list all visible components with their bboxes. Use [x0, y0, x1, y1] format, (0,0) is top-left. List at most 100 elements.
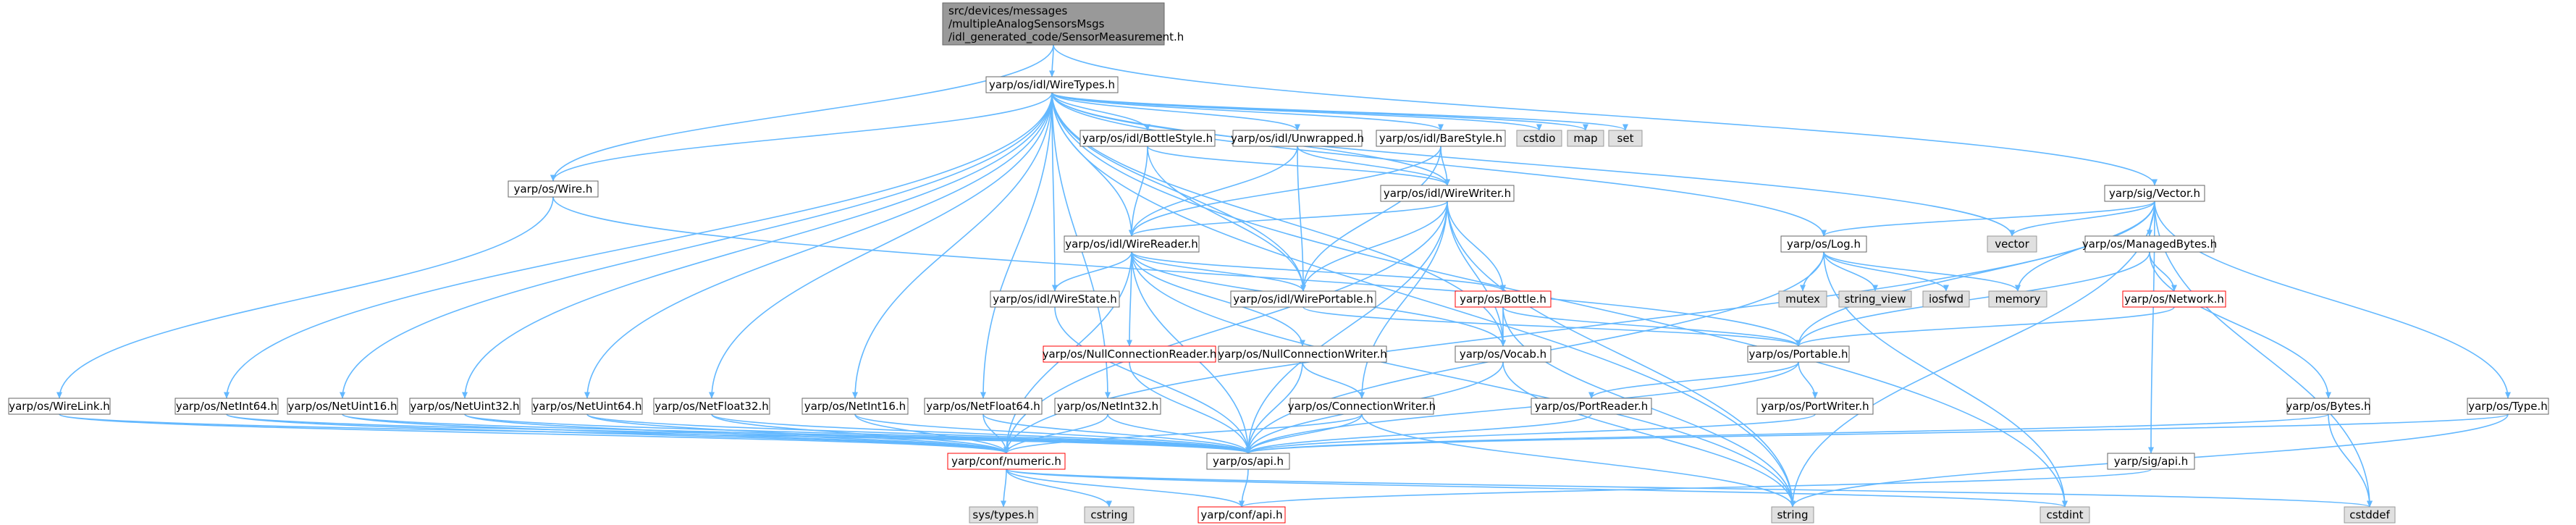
node-osapi[interactable]: yarp/os/api.h	[1206, 453, 1290, 470]
node-memory[interactable]: memory	[1988, 290, 2047, 308]
edge-portreader-to-osapi	[1245, 413, 1592, 454]
edge-netfloat64-to-osapi	[982, 413, 1251, 454]
node-cstdio[interactable]: cstdio	[1516, 130, 1562, 147]
node-netfloat32[interactable]: yarp/os/NetFloat32.h	[653, 398, 770, 415]
node-cstdint[interactable]: cstdint	[2040, 506, 2090, 524]
node-box	[1084, 506, 1135, 524]
node-label: cstdio	[1523, 132, 1556, 145]
node-unwrapped[interactable]: yarp/os/idl/Unwrapped.h	[1231, 130, 1364, 147]
node-confnumeric[interactable]: yarp/conf/numeric.h	[947, 453, 1066, 470]
edge-wirewriter-to-wirereader	[1129, 201, 1448, 237]
node-netuint32[interactable]: yarp/os/NetUint32.h	[409, 398, 521, 415]
edge-wirewriter-to-bottle	[1447, 201, 1506, 292]
node-netuint16[interactable]: yarp/os/NetUint16.h	[287, 398, 398, 415]
node-connwriter[interactable]: yarp/os/ConnectionWriter.h	[1288, 398, 1436, 415]
node-box	[1376, 130, 1506, 147]
node-mutex[interactable]: mutex	[1778, 290, 1827, 308]
node-netfloat64[interactable]: yarp/os/NetFloat64.h	[924, 398, 1043, 415]
node-type[interactable]: yarp/os/Type.h	[2467, 398, 2549, 415]
node-iosfwd[interactable]: iosfwd	[1922, 290, 1970, 308]
node-label: yarp/os/NetUint16.h	[287, 400, 397, 413]
edge-type-to-osapi	[1245, 413, 2509, 454]
node-label: yarp/os/idl/BottleStyle.h	[1082, 132, 1213, 145]
node-label: yarp/os/PortWriter.h	[1761, 400, 1869, 413]
node-vector[interactable]: vector	[1987, 235, 2037, 253]
node-sigapi[interactable]: yarp/sig/api.h	[2107, 453, 2195, 470]
node-label: yarp/os/idl/WireReader.h	[1065, 238, 1198, 251]
node-portwriter[interactable]: yarp/os/PortWriter.h	[1756, 398, 1874, 415]
node-stringview[interactable]: string_view	[1838, 290, 1912, 308]
edge-confnumeric-to-confapi	[1006, 469, 1245, 508]
node-label: yarp/os/Type.h	[2468, 400, 2548, 413]
edge-unwrapped-to-wirewriter	[1297, 146, 1450, 186]
node-managedbytes[interactable]: yarp/os/ManagedBytes.h	[2082, 235, 2217, 253]
node-cstring[interactable]: cstring	[1084, 506, 1135, 524]
node-log[interactable]: yarp/os/Log.h	[1780, 235, 1867, 253]
node-bottle[interactable]: yarp/os/Bottle.h	[1455, 290, 1552, 308]
node-root[interactable]: src/devices/messages/multipleAnalogSenso…	[942, 2, 1184, 46]
node-label: yarp/os/NetUint32.h	[410, 400, 519, 413]
node-wiretypes[interactable]: yarp/os/idl/WireTypes.h	[985, 76, 1119, 93]
node-label: vector	[1995, 238, 2029, 251]
edge-wirewriter-to-wireportable	[1300, 201, 1448, 292]
node-box	[2040, 506, 2090, 524]
node-label: sys/types.h	[972, 508, 1034, 521]
node-label: memory	[1995, 293, 2041, 306]
node-systypes[interactable]: sys/types.h	[969, 506, 1038, 524]
node-wireportable[interactable]: yarp/os/idl/WirePortable.h	[1230, 290, 1376, 308]
node-box	[1054, 398, 1161, 415]
node-wirelink[interactable]: yarp/os/WireLink.h	[8, 398, 111, 415]
node-string[interactable]: string	[1771, 506, 1814, 524]
edge-wiretypes-to-string	[1051, 92, 1796, 508]
node-portable[interactable]: yarp/os/Portable.h	[1747, 345, 1850, 363]
edge-log-to-mutex	[1800, 251, 1824, 292]
edge-vocab-to-string	[1502, 361, 1796, 508]
edge-netuint32-to-confnumeric	[464, 413, 1009, 454]
node-nullwriter[interactable]: yarp/os/NullConnectionWriter.h	[1218, 345, 1387, 363]
node-box	[801, 398, 909, 415]
node-netint32[interactable]: yarp/os/NetInt32.h	[1054, 398, 1161, 415]
edge-wirewriter-to-vocab	[1447, 201, 1506, 347]
node-set[interactable]: set	[1608, 130, 1643, 147]
node-label: iosfwd	[1929, 293, 1963, 306]
edge-netuint16-to-confnumeric	[342, 413, 1009, 454]
edge-root-to-sigvector	[1053, 44, 2158, 186]
node-bottlestyle[interactable]: yarp/os/idl/BottleStyle.h	[1079, 130, 1216, 147]
node-nullreader[interactable]: yarp/os/NullConnectionReader.h	[1043, 345, 1217, 363]
node-barestyle[interactable]: yarp/os/idl/BareStyle.h	[1376, 130, 1506, 147]
edge-log-to-iosfwd	[1823, 251, 1949, 292]
node-portreader[interactable]: yarp/os/PortReader.h	[1531, 398, 1652, 415]
node-wirestate[interactable]: yarp/os/idl/WireState.h	[990, 290, 1120, 308]
node-label: yarp/os/idl/WireState.h	[993, 293, 1116, 306]
node-netuint64[interactable]: yarp/os/NetUint64.h	[531, 398, 643, 415]
node-box	[1567, 130, 1604, 147]
node-wirewriter[interactable]: yarp/os/idl/WireWriter.h	[1380, 185, 1515, 202]
node-wire[interactable]: yarp/os/Wire.h	[508, 180, 599, 198]
edge-netuint64-to-confnumeric	[586, 413, 1009, 454]
node-cstddef[interactable]: cstddef	[2344, 506, 2396, 524]
node-box	[1988, 290, 2047, 308]
node-network[interactable]: yarp/os/Network.h	[2122, 290, 2226, 308]
node-netint16[interactable]: yarp/os/NetInt16.h	[801, 398, 909, 415]
node-label: yarp/conf/api.h	[1200, 508, 1282, 521]
node-netint64[interactable]: yarp/os/NetInt64.h	[174, 398, 279, 415]
node-confapi[interactable]: yarp/conf/api.h	[1197, 506, 1286, 524]
node-bytes[interactable]: yarp/os/Bytes.h	[2286, 398, 2371, 415]
node-label: yarp/os/NetFloat32.h	[654, 400, 769, 413]
node-label: cstring	[1090, 508, 1127, 521]
edge-wiretypes-to-barestyle	[1051, 92, 1444, 131]
edge-wiretypes-to-wire	[550, 92, 1053, 182]
edge-sigvector-to-log	[1821, 201, 2155, 237]
edge-netint16-to-osapi	[854, 413, 1251, 454]
node-label: src/devices/messages	[948, 4, 1068, 17]
node-map[interactable]: map	[1567, 130, 1604, 147]
node-vocab[interactable]: yarp/os/Vocab.h	[1455, 345, 1552, 363]
edge-netfloat32-to-osapi	[711, 413, 1251, 454]
node-sigvector[interactable]: yarp/sig/Vector.h	[2104, 185, 2205, 202]
node-box	[2104, 185, 2205, 202]
node-wirereader[interactable]: yarp/os/idl/WireReader.h	[1064, 235, 1200, 253]
node-label: yarp/conf/numeric.h	[951, 455, 1061, 468]
node-label: map	[1573, 132, 1597, 145]
node-label: yarp/os/ManagedBytes.h	[2082, 238, 2217, 251]
